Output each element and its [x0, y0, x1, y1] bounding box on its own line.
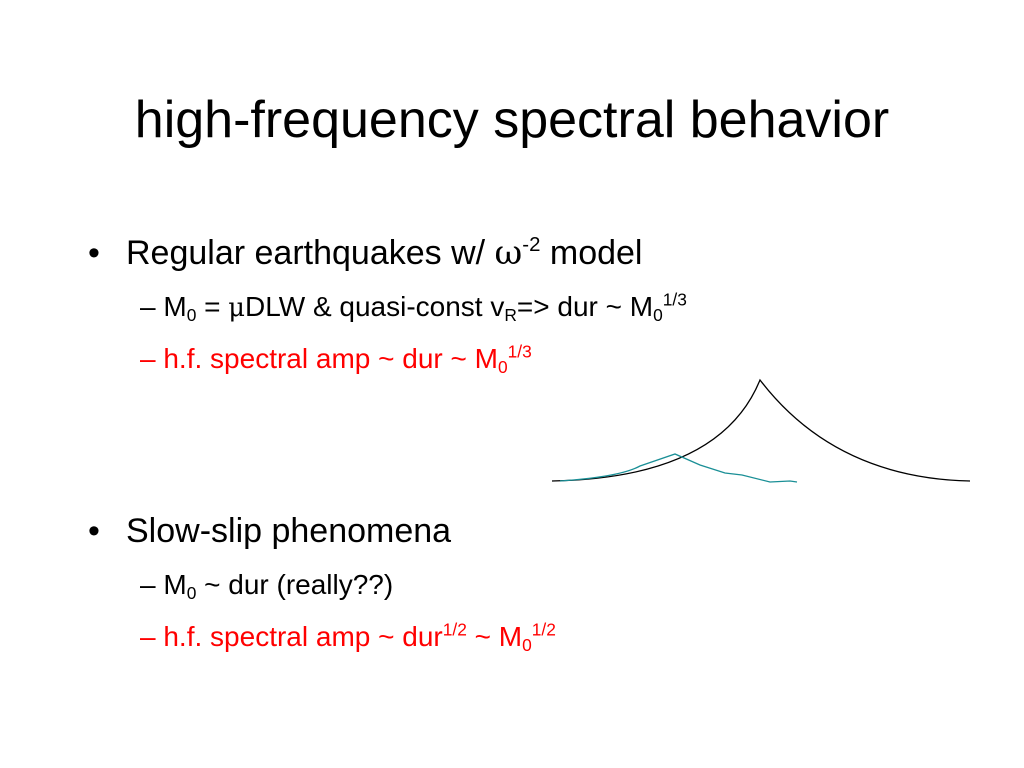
hf-mid-text: ~ M	[466, 621, 523, 652]
omega-exponent: -2	[522, 233, 541, 256]
moment2-subscript: 0	[653, 304, 663, 325]
dash: –	[140, 343, 164, 374]
subbullet-moment-relation: – M0 = μDLW & quasi-const vR=> dur ~ M01…	[140, 291, 687, 325]
hf-moment-subscript: 0	[522, 634, 532, 655]
omega-symbol: ω	[494, 233, 523, 273]
bullet-slow-slip: • Slow-slip phenomena	[88, 514, 451, 548]
hf-amp-text: h.f. spectral amp ~ dur	[163, 621, 443, 652]
bullet-dot: •	[88, 234, 100, 272]
slide-title: high-frequency spectral behavior	[134, 91, 890, 149]
equals: =	[196, 291, 229, 322]
moment-subscript: 0	[186, 582, 197, 603]
bullet-text-pre: Regular earthquakes w/	[126, 234, 495, 272]
bullet-text: Slow-slip phenomena	[126, 512, 452, 550]
moment-tail-text: => dur ~ M	[516, 291, 654, 322]
bullet-regular-earthquakes: • Regular earthquakes w/ ω-2 model	[88, 233, 643, 273]
hf-moment-exponent: 1/3	[507, 341, 532, 362]
bullet-text-post: model	[540, 234, 643, 272]
mu-symbol: μ	[228, 293, 246, 323]
dash: –	[140, 569, 164, 600]
subbullet-hf-amp-slow: – h.f. spectral amp ~ dur1/2 ~ M01/2	[140, 621, 556, 654]
moment-exponent: 1/3	[662, 289, 687, 310]
subbullet-moment-dur: – M0 ~ dur (really??)	[140, 569, 394, 602]
dash: –	[140, 621, 164, 652]
dur-exponent: 1/2	[442, 619, 467, 640]
hf-amp-text: h.f. spectral amp ~ dur ~ M	[163, 343, 498, 374]
teal-spectral-curve	[559, 453, 798, 483]
subbullet-hf-amp-regular: – h.f. spectral amp ~ dur ~ M01/3	[140, 343, 532, 376]
hf-moment-exponent: 1/2	[531, 619, 556, 640]
hf-moment-subscript: 0	[497, 356, 508, 377]
velocity-subscript: R	[504, 304, 517, 325]
moment-symbol: M	[163, 569, 187, 600]
moment-subscript: 0	[186, 304, 197, 325]
moment-dur-text: ~ dur (really??)	[196, 569, 394, 600]
bullet-dot: •	[88, 512, 100, 550]
moment-symbol: M	[163, 291, 187, 322]
dash: –	[140, 291, 164, 322]
black-spectral-curve	[551, 378, 971, 482]
moment-mid-text: DLW & quasi-const v	[245, 291, 505, 322]
